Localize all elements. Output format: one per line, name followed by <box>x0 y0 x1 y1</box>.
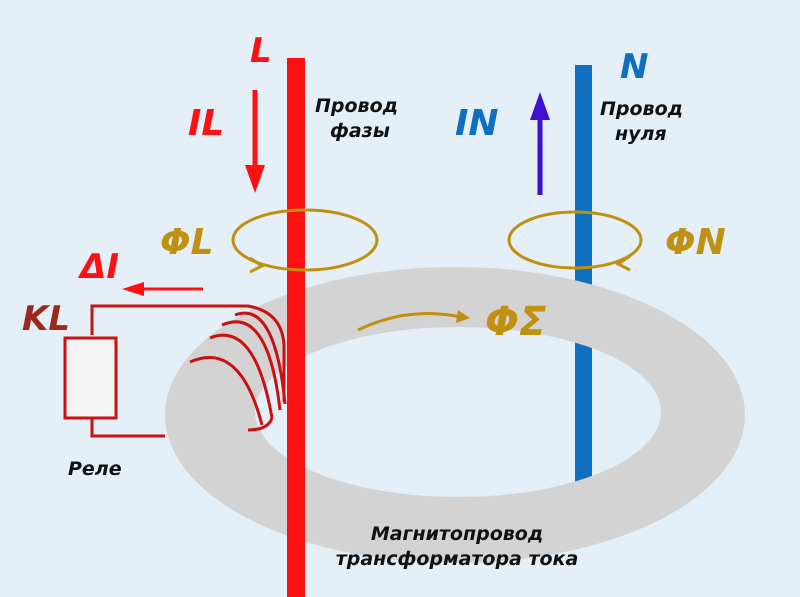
relay-wire-bottom <box>90 418 165 438</box>
phase-flux-label: ΦL <box>160 222 214 263</box>
phase-flux-arrow-icon <box>249 256 265 274</box>
neutral-wire-label-2: нуля <box>615 123 667 145</box>
core-label-2: трансформатора тока <box>336 548 579 570</box>
phase-wire-label-1: Провод <box>315 95 398 117</box>
neutral-flux-loop <box>507 210 643 270</box>
arrow-left-icon <box>122 282 144 296</box>
relay-wire-top <box>90 304 286 402</box>
phase-current-label: IL <box>188 103 224 144</box>
secondary-winding <box>189 311 287 432</box>
neutral-symbol: N <box>620 47 648 87</box>
relay-label: Реле <box>68 458 122 480</box>
delta-current-label: ΔI <box>77 247 119 287</box>
phase-wire-label-2: фазы <box>330 120 390 142</box>
phase-flux-loop <box>231 208 379 272</box>
magnetic-core <box>165 267 745 563</box>
phase-symbol: L <box>250 31 272 71</box>
neutral-wire <box>575 65 592 495</box>
core-label-1: Магнитопровод <box>371 523 543 545</box>
phase-wire <box>287 58 305 597</box>
neutral-flux-label: ΦN <box>665 222 726 263</box>
relay-symbol: KL <box>22 299 70 339</box>
arrow-down-icon <box>245 165 265 193</box>
neutral-wire-label-1: Провод <box>600 98 683 120</box>
neutral-flux-arrow-icon <box>615 254 631 272</box>
sum-flux-arrow <box>357 312 466 332</box>
relay-coil <box>63 336 118 420</box>
sum-flux-label: ΦΣ <box>485 299 546 345</box>
arrow-up-icon <box>530 92 550 120</box>
sum-flux-arrowhead-icon <box>456 310 470 323</box>
neutral-current-label: IN <box>455 103 499 144</box>
